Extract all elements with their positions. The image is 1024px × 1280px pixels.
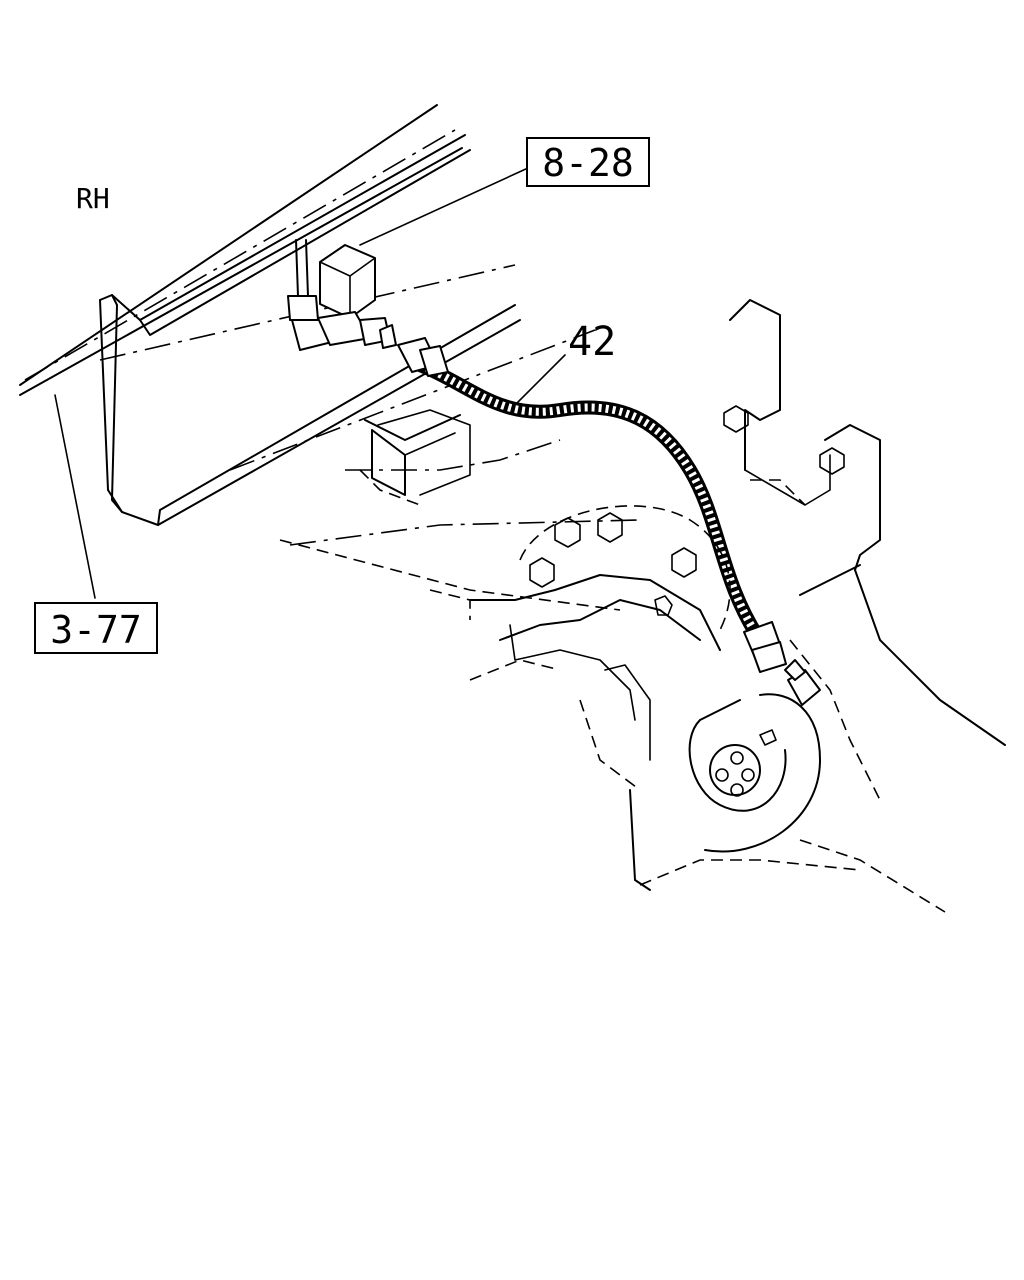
- frame-rail: [19, 104, 521, 526]
- axle-housing: [469, 299, 1006, 913]
- leader-3-77: [54, 394, 96, 599]
- flexible-hose: [397, 337, 787, 673]
- reference-box-8-28: 8-28: [526, 137, 650, 187]
- part-number-42: 42: [568, 319, 616, 365]
- axle-flange: [709, 659, 821, 797]
- reference-8-28-text: 8-28: [542, 141, 634, 185]
- hidden-block: [359, 409, 471, 620]
- reference-3-77-text: 3-77: [50, 608, 142, 652]
- valve-assembly: [287, 167, 529, 351]
- reference-box-3-77: 3-77: [34, 602, 158, 654]
- side-label: RH: [76, 182, 110, 215]
